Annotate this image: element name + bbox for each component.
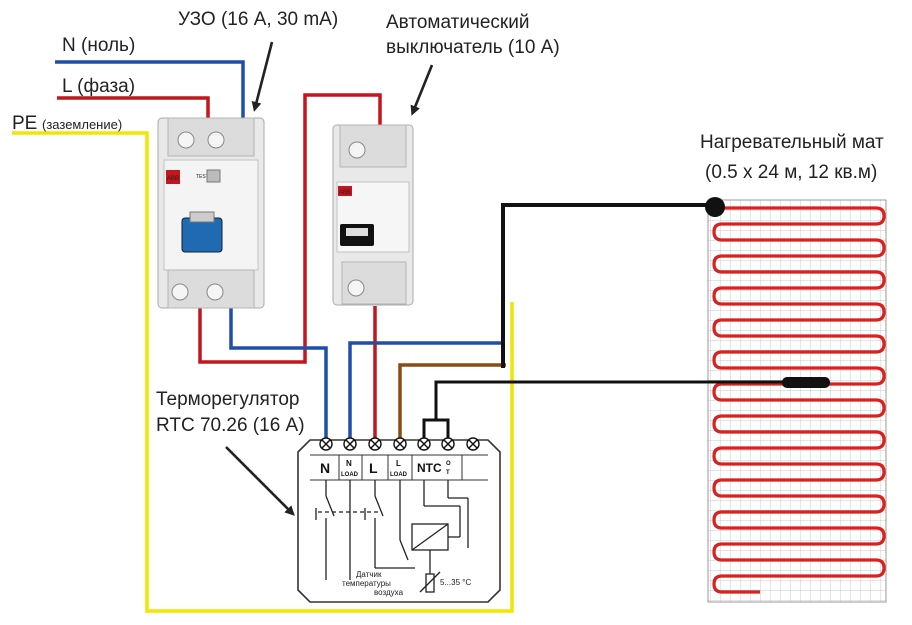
floor-sensor-probe <box>782 377 830 388</box>
thermostat-label-line2: RTC 70.26 (16 А) <box>156 415 305 436</box>
phase-input-wire <box>57 96 210 118</box>
rcd-neutral-out-wire <box>229 306 328 440</box>
thermostat-label-line1: Терморегулятор <box>156 389 299 410</box>
terminal-ntc: NTC <box>417 461 442 475</box>
breaker-brand: ABB <box>339 190 351 196</box>
breaker-label-line2: выключатель (10 А) <box>386 37 560 58</box>
terminal-lload-bottom: LOAD <box>390 472 408 478</box>
mat-power-cable <box>501 203 712 368</box>
terminal-out-top: O <box>446 461 451 467</box>
mat-label-line2: (0.5 x 24 м, 12 кв.м) <box>705 162 877 183</box>
sensor-range: 5...35 °C <box>440 578 471 587</box>
internal-circuit <box>315 480 469 593</box>
pe-note-label: (заземление) <box>42 117 122 132</box>
terminal-lload-top: L <box>396 459 401 468</box>
pe-label: PE <box>12 113 37 134</box>
floor-sensor-cable-2 <box>436 418 450 440</box>
wires <box>12 60 784 613</box>
rcd-test-label: TEST <box>196 174 209 180</box>
terminal-l: L <box>369 460 378 476</box>
terminal-out-bottom: T <box>446 470 450 476</box>
terminal-screws <box>319 437 480 451</box>
rcd-label: УЗО (16 А, 30 mA) <box>178 9 338 30</box>
pe-wire <box>12 131 514 613</box>
mat-label-line1: Нагревательный мат <box>700 132 884 153</box>
circuit-breaker: ABB <box>332 124 414 306</box>
rcd-to-breaker-wire <box>198 93 382 364</box>
rcd-device: ABB TEST <box>157 117 265 309</box>
breaker-label-line1: Автоматический <box>386 12 529 33</box>
rcd-brand: ABB <box>167 176 179 182</box>
neutral-label: N (ноль) <box>62 35 135 56</box>
terminal-nload-bottom: LOAD <box>341 472 359 478</box>
phase-label: L (фаза) <box>62 76 135 97</box>
thermostat: N N LOAD L L LOAD NTC O T <box>297 437 501 603</box>
terminal-n: N <box>320 460 330 476</box>
sensor-label-2: температуры <box>342 579 391 588</box>
phase-load-wire <box>398 363 506 440</box>
neutral-input-wire <box>55 60 245 118</box>
sensor-label-3: воздуха <box>374 588 404 597</box>
mat-cable-joint <box>705 197 725 217</box>
pointer-arrows <box>225 41 434 516</box>
terminal-nload-top: N <box>346 459 352 468</box>
heating-coil <box>712 206 886 594</box>
neutral-load-wire <box>348 341 504 440</box>
heating-mat <box>705 197 887 603</box>
sensor-label-1: Датчик <box>356 570 382 579</box>
